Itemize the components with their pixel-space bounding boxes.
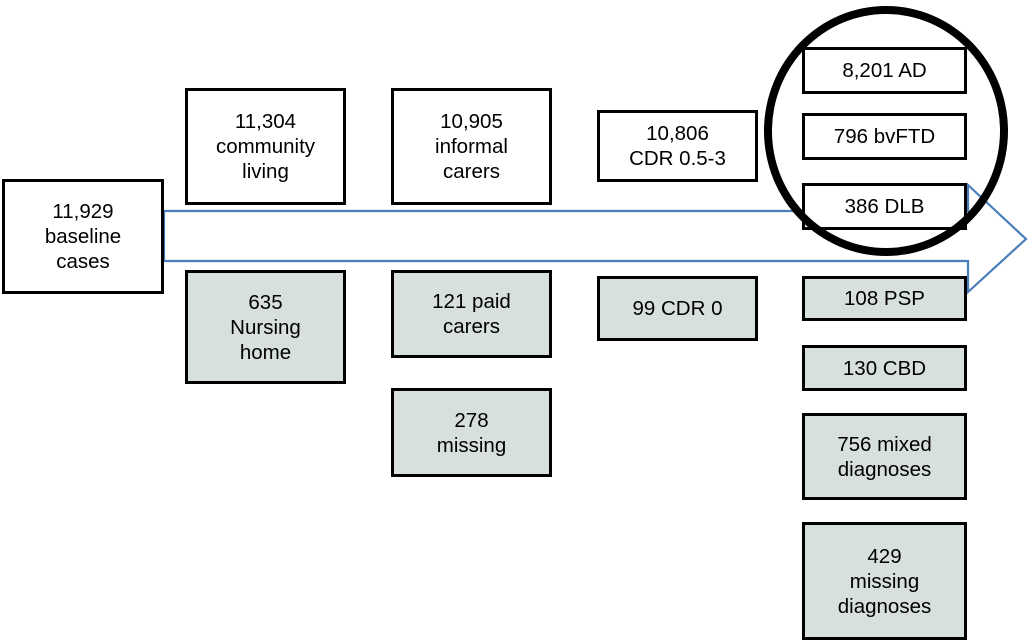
informal-carers-line-2: informal — [435, 135, 508, 158]
paid-carers-box: 121 paid carers — [391, 270, 552, 358]
cdr-zero-box: 99 CDR 0 — [597, 276, 758, 341]
diagnosis-dlb-box: 386 DLB — [802, 183, 967, 230]
diagnosis-missing-box: 429 missing diagnoses — [802, 522, 967, 640]
diagnosis-ad-label: 8,201 AD — [842, 59, 927, 82]
nursing-home-box: 635 Nursing home — [185, 270, 346, 384]
diagnosis-missing-line-1: 429 — [867, 544, 902, 568]
diagnosis-mixed-line-1: 756 mixed — [837, 432, 932, 456]
diagnosis-cbd-box: 130 CBD — [802, 345, 967, 391]
baseline-cases-line-2: baseline — [44, 225, 122, 248]
community-living-line-2: community — [215, 135, 316, 158]
baseline-cases-box: 11,929 baseline cases — [2, 179, 164, 294]
community-living-line-3: living — [242, 160, 289, 183]
diagnosis-psp-box: 108 PSP — [802, 276, 967, 321]
nursing-home-line-3: home — [239, 340, 292, 364]
diagnosis-missing-line-2: missing — [849, 569, 920, 593]
diagnosis-psp-label: 108 PSP — [844, 287, 925, 310]
community-living-line-1: 11,304 — [234, 110, 297, 133]
nursing-home-line-1: 635 — [248, 290, 283, 314]
carer-missing-line-2: missing — [436, 433, 507, 457]
diagnosis-bvftd-label: 796 bvFTD — [833, 125, 936, 148]
diagnosis-mixed-box: 756 mixed diagnoses — [802, 413, 967, 500]
nursing-home-line-2: Nursing — [230, 315, 301, 339]
diagnosis-dlb-label: 386 DLB — [844, 195, 925, 218]
paid-carers-line-1: 121 paid — [432, 290, 511, 313]
cdr-included-line-2: CDR 0.5-3 — [629, 147, 726, 170]
cdr-included-line-1: 10,806 — [646, 122, 709, 145]
baseline-cases-line-3: cases — [56, 250, 110, 273]
informal-carers-line-3: carers — [443, 160, 500, 183]
baseline-cases-line-1: 11,929 — [52, 200, 114, 223]
informal-carers-box: 10,905 informal carers — [391, 88, 552, 205]
informal-carers-line-1: 10,905 — [440, 110, 503, 133]
diagnosis-missing-line-3: diagnoses — [837, 594, 932, 618]
diagnosis-mixed-line-2: diagnoses — [837, 457, 932, 481]
diagnosis-bvftd-box: 796 bvFTD — [802, 113, 967, 160]
carer-missing-box: 278 missing — [391, 388, 552, 477]
diagnosis-ad-box: 8,201 AD — [802, 47, 967, 94]
cdr-included-box: 10,806 CDR 0.5-3 — [597, 110, 758, 182]
community-living-box: 11,304 community living — [185, 88, 346, 205]
paid-carers-line-2: carers — [443, 315, 500, 338]
carer-missing-line-1: 278 — [454, 408, 489, 432]
diagnosis-cbd-label: 130 CBD — [842, 356, 927, 380]
cdr-zero-line-1: 99 CDR 0 — [632, 297, 723, 320]
